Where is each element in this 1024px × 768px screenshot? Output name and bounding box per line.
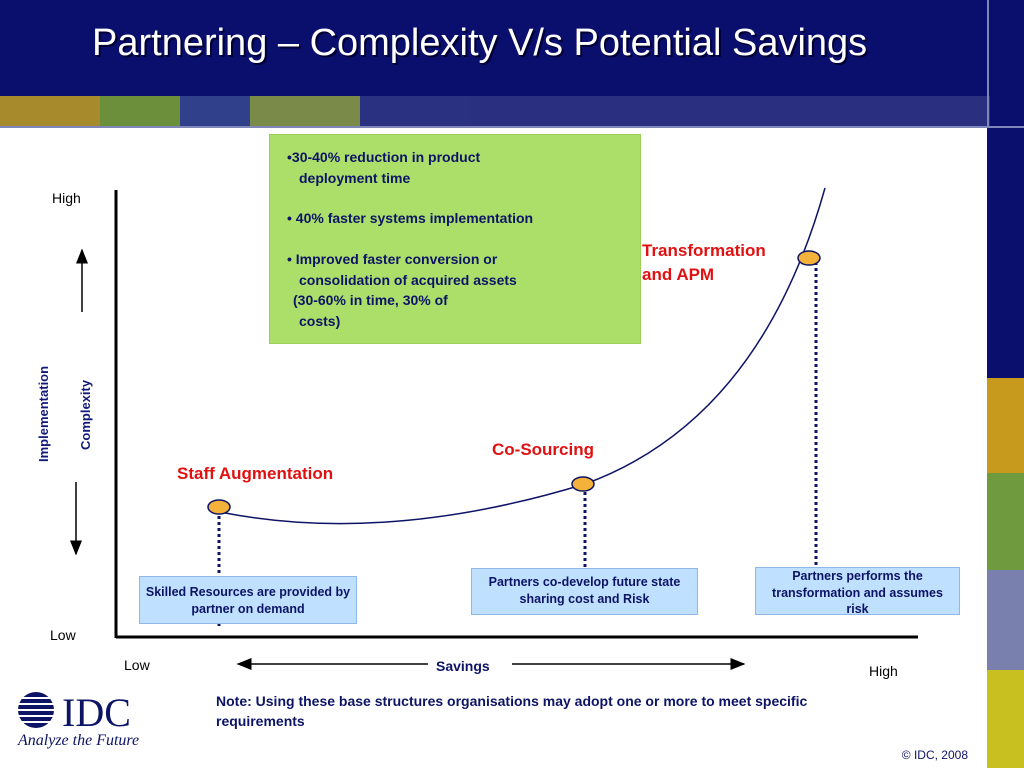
- co-sourcing-label: Co-Sourcing: [492, 440, 594, 459]
- y-axis-title: Implementation Complexity: [36, 352, 106, 472]
- y-axis-high-label: High: [52, 190, 81, 206]
- side-decor-strip: [987, 378, 1024, 473]
- header-decor-strip: [100, 96, 180, 126]
- slide-title: Partnering – Complexity V/s Potential Sa…: [92, 22, 868, 64]
- footnote: Note: Using these base structures organi…: [216, 693, 808, 729]
- header-decor-strip: [250, 96, 360, 126]
- benefit-line: consolidation of acquired assets: [299, 272, 517, 288]
- benefit-line: deployment time: [299, 170, 411, 186]
- y-axis-low-label: Low: [50, 627, 76, 643]
- benefits-box: •30-40% reduction in product deployment …: [269, 134, 641, 344]
- side-decor-strip: [987, 670, 1024, 768]
- benefit-line: •30-40% reduction in product: [287, 149, 481, 165]
- benefit-line: • 40% faster systems implementation: [287, 210, 534, 226]
- marker-staff-augmentation: [207, 499, 231, 515]
- benefit-line: (30-60% in time, 30% of: [293, 292, 448, 308]
- x-axis-title: Savings: [436, 658, 490, 674]
- transformation-label-line2: and APM: [642, 265, 715, 284]
- header-underline: [0, 126, 1024, 128]
- x-axis-low-label: Low: [124, 657, 150, 673]
- logo-tagline: Analyze the Future: [18, 732, 140, 749]
- transformation-description: Partners performs the transformation and…: [755, 567, 960, 616]
- marker-transformation: [797, 250, 821, 266]
- x-axis-high-label: High: [869, 663, 898, 679]
- header-divider: [987, 0, 989, 128]
- transformation-label-line1: Transformation: [642, 241, 766, 260]
- staff-augmentation-description: Skilled Resources are provided by partne…: [139, 576, 357, 624]
- co-sourcing-description: Partners co-develop future state sharing…: [471, 568, 698, 615]
- copyright: © IDC, 2008: [901, 748, 968, 762]
- side-decor-strip: [987, 128, 1024, 378]
- y-axis-title-line1: Implementation: [36, 365, 51, 462]
- side-decor-strip: [987, 570, 1024, 670]
- marker-co-sourcing: [571, 476, 595, 492]
- staff-augmentation-label: Staff Augmentation: [177, 464, 334, 483]
- y-axis-title-line2: Complexity: [78, 379, 93, 450]
- benefit-line: costs): [299, 313, 341, 329]
- header-decor-strip: [0, 96, 100, 126]
- header-decor-strip: [180, 96, 250, 126]
- header-decor-strip: [470, 96, 990, 126]
- idc-globe-logo: IDC: [16, 690, 131, 734]
- logo-text: IDC: [62, 690, 131, 734]
- header-decor-strip: [360, 96, 470, 126]
- side-decor-strip: [987, 473, 1024, 570]
- benefit-line: • Improved faster conversion or: [287, 251, 498, 267]
